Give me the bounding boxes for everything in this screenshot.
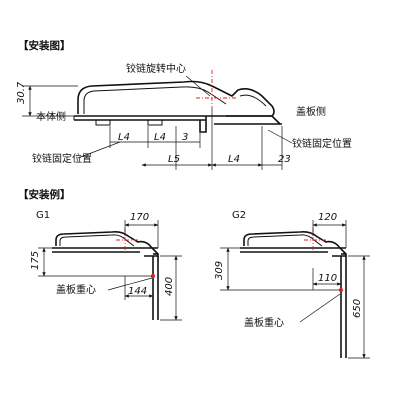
g1-name: G1 xyxy=(36,210,50,221)
dim-l5: L5 xyxy=(168,154,180,165)
dim-l4-c: L4 xyxy=(228,154,240,165)
dim-l4-b: L4 xyxy=(154,132,166,143)
g2-dim-right: 650 xyxy=(352,299,363,318)
hinge-drawing-top xyxy=(73,70,282,133)
g2-dim-offset: 110 xyxy=(318,273,337,284)
cover-side-label: 盖板侧 xyxy=(296,105,326,118)
hinge-pos-left-label: 铰链固定位置 xyxy=(32,152,92,165)
g2-cog-label: 盖板重心 xyxy=(244,316,284,329)
dim-height: 30.7 xyxy=(16,81,27,104)
hinge-pos-right-label: 铰链固定位置 xyxy=(292,137,352,150)
hinge-center-label: 铰链旋转中心 xyxy=(126,62,186,75)
install-heading: 【安装图】 xyxy=(18,39,71,52)
dim-twentythree: 23 xyxy=(278,154,291,165)
bottom-dimensions xyxy=(77,108,293,170)
g1-dim-right: 400 xyxy=(164,277,175,296)
dim-l4-a: L4 xyxy=(118,132,130,143)
example-g2 xyxy=(220,220,370,359)
g2-name: G2 xyxy=(232,210,246,221)
body-side-label: 本体侧 xyxy=(36,110,66,123)
g2-dim-left: 309 xyxy=(214,261,225,280)
g1-dim-top: 170 xyxy=(130,212,149,223)
example-g1 xyxy=(38,220,182,321)
dim-three: 3 xyxy=(182,132,188,143)
g2-dim-top: 120 xyxy=(318,212,337,223)
g1-dim-offset: 144 xyxy=(128,286,147,297)
g1-dim-left: 175 xyxy=(30,251,41,270)
g1-cog-label: 盖板重心 xyxy=(56,283,96,296)
examples-heading: 【安装例】 xyxy=(18,188,71,201)
